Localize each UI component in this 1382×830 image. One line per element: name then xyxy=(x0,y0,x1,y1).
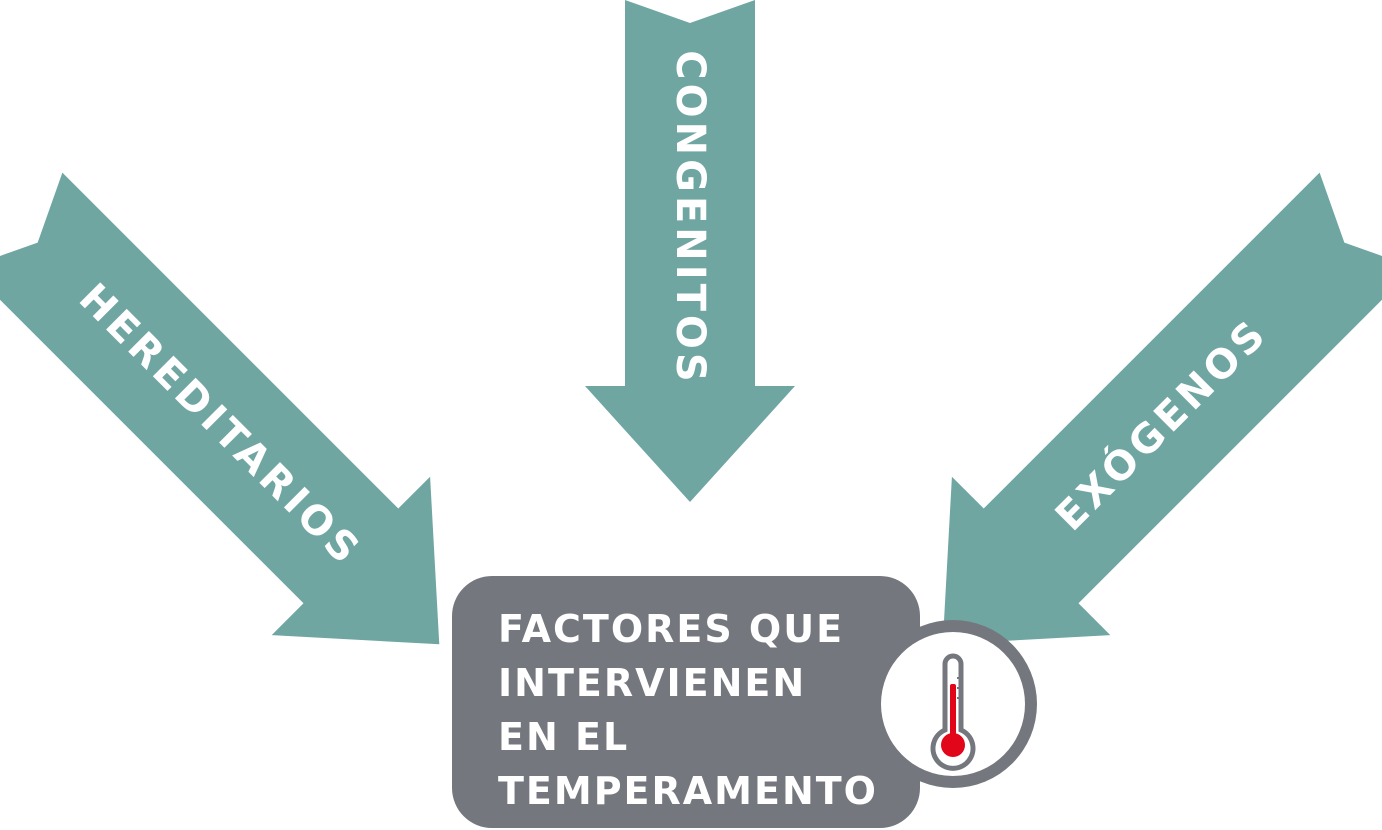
center-title-line-4: TEMPERAMENTO xyxy=(498,769,878,813)
arrow-hereditarios: HEREDITARIOS xyxy=(0,172,440,645)
arrow-congenitos-label: CONGENITOS xyxy=(667,50,713,385)
thermometer-badge-inner xyxy=(881,632,1025,776)
center-title-line-1: FACTORES QUE xyxy=(498,607,845,651)
center-title-line-3: EN EL xyxy=(498,715,630,759)
arrow-hereditarios-label: HEREDITARIOS xyxy=(70,275,370,575)
arrow-exogenos-shape xyxy=(942,172,1382,645)
arrow-congenitos-shape xyxy=(585,0,795,502)
arrow-hereditarios-shape xyxy=(0,172,440,645)
center-title: FACTORES QUE INTERVIENEN EN EL TEMPERAME… xyxy=(498,602,878,818)
thermometer-icon xyxy=(930,653,976,771)
center-title-line-2: INTERVIENEN xyxy=(498,661,807,705)
thermometer-badge xyxy=(869,620,1037,788)
center-box: FACTORES QUE INTERVIENEN EN EL TEMPERAME… xyxy=(452,576,920,828)
arrow-congenitos: CONGENITOS xyxy=(585,0,795,502)
